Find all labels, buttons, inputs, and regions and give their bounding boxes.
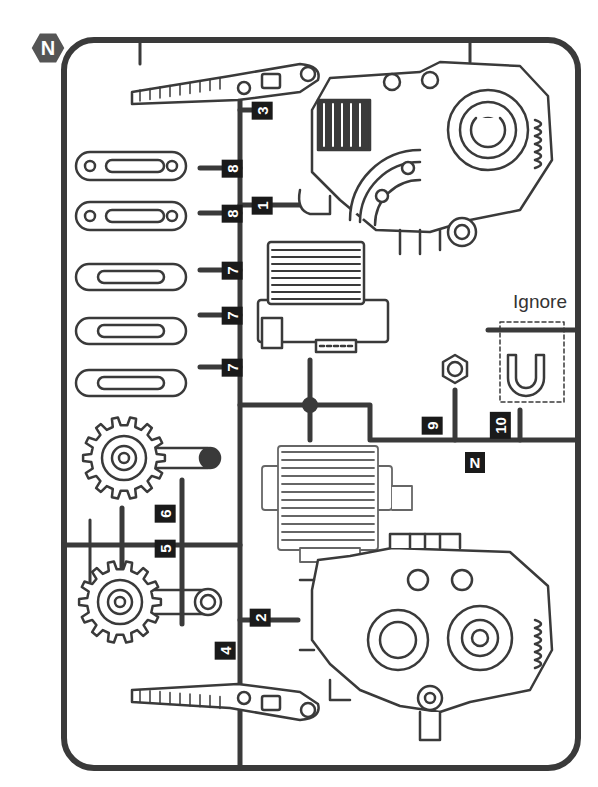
sprue-frame	[64, 40, 578, 768]
callout-number: 3	[251, 101, 272, 119]
callout-number: 5	[154, 539, 175, 557]
callout-number: N	[465, 452, 486, 473]
engine-block-part	[258, 242, 388, 352]
callout-number: 4	[214, 641, 235, 659]
sprue-badge	[30, 32, 66, 64]
callout-number: 8	[221, 159, 242, 177]
callout-number: 6	[154, 504, 175, 522]
callout-number: 1	[251, 196, 272, 214]
small-part	[443, 355, 544, 396]
gearbox-part	[299, 62, 552, 254]
sprue-letter: N	[41, 38, 55, 58]
arm-part	[132, 684, 319, 720]
arm-part	[132, 64, 319, 104]
ignore-box	[500, 322, 564, 402]
callout-number: 8	[221, 204, 242, 222]
callout-number: 7	[221, 261, 242, 279]
callout-number: 7	[221, 306, 242, 324]
callout-number: 7	[221, 358, 242, 376]
link-part	[76, 152, 186, 396]
gearbox-part	[300, 534, 552, 740]
note-text: Ignore	[511, 292, 569, 311]
callout-number: 2	[249, 608, 270, 626]
gear-part	[79, 418, 221, 643]
callout-number: 9	[421, 416, 442, 434]
callout-number: 10	[490, 412, 511, 439]
